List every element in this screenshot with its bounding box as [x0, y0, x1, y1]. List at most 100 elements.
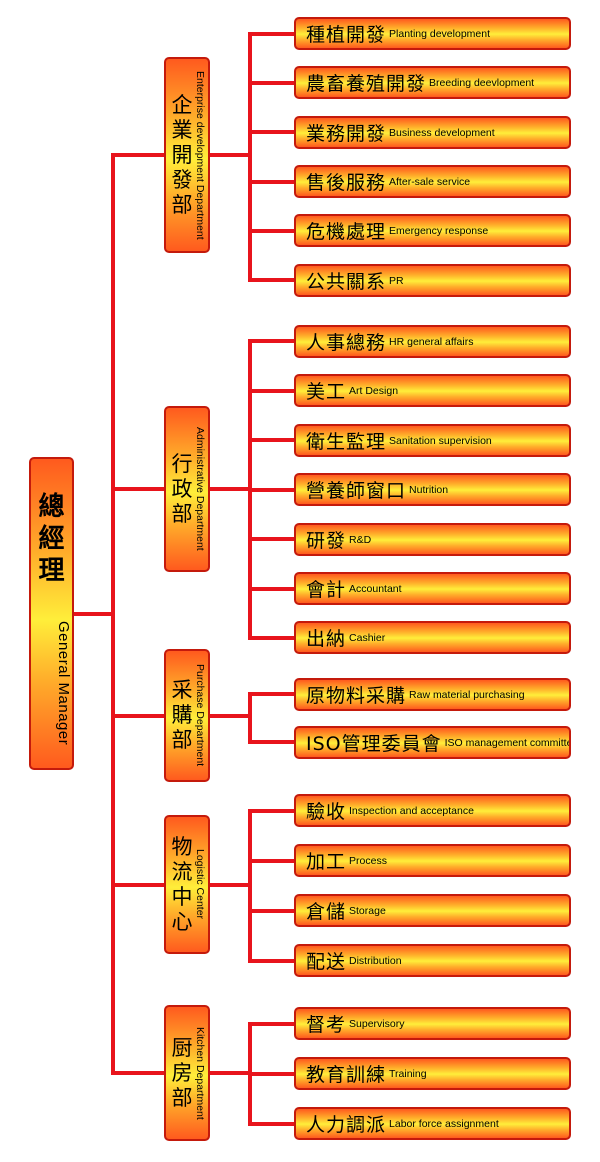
unit-title: 美工	[306, 381, 347, 403]
unit-english: PR	[389, 274, 404, 287]
department-english: Enterprise development Department	[194, 70, 206, 240]
unit-english: Accountant	[349, 582, 402, 595]
general-manager-english: General Manager	[55, 621, 72, 746]
unit-english: Storage	[349, 904, 386, 917]
unit-english: Inspection and acceptance	[349, 804, 474, 817]
unit-english: R&D	[349, 533, 372, 546]
department-title-char: 物	[171, 834, 193, 859]
unit-title: 原物料采購	[306, 685, 407, 707]
general-manager-box: 總 經 理 General Manager	[29, 457, 74, 770]
unit-title: 加工	[306, 851, 347, 873]
unit-title: 出納	[306, 628, 347, 650]
unit-english: After-sale service	[389, 175, 471, 188]
department-title-char: 采	[171, 678, 193, 702]
unit-title: 會計	[306, 579, 347, 601]
department-title-char: 房	[171, 1060, 193, 1085]
department-title-char: 政	[171, 476, 193, 501]
department-title-char: 部	[171, 192, 193, 217]
unit-english: HR general affairs	[389, 335, 474, 348]
unit-title: 驗收	[306, 801, 347, 823]
unit-english: Emergency response	[389, 224, 489, 237]
unit-english: Process	[349, 854, 387, 867]
unit-english: Distribution	[349, 954, 402, 967]
unit-english: ISO management committee	[444, 736, 571, 749]
unit-english: Training	[389, 1067, 427, 1080]
unit-english: Supervisory	[349, 1017, 405, 1030]
unit-title: 營養師窗口	[306, 480, 407, 502]
department-title-char: 開	[171, 142, 193, 167]
unit-title: 督考	[306, 1014, 347, 1036]
department-enterprise-development: 企業開發部 Enterprise development Department	[164, 57, 210, 253]
unit-title: 衛生監理	[306, 431, 387, 453]
department-title-char: 中	[171, 884, 193, 909]
department-title-char: 部	[171, 501, 193, 526]
unit-title: 農畜養殖開發	[306, 73, 427, 95]
department-kitchen: 厨房部 Kitchen Department	[164, 1005, 210, 1141]
department-title-char: 厨	[171, 1035, 193, 1060]
unit-title: ISO管理委員會	[306, 733, 442, 755]
department-title-char: 企	[171, 92, 193, 117]
gm-char: 總	[38, 492, 65, 522]
department-title: 物流中心	[169, 817, 195, 952]
department-english: Kitchen Department	[194, 1026, 206, 1120]
department-logistic-center: 物流中心 Logistic Center	[164, 815, 210, 954]
unit-title: 公共關系	[306, 271, 387, 293]
unit-title: 種植開發	[306, 24, 387, 46]
unit-title: 教育訓練	[306, 1064, 387, 1086]
department-english: Administrative Department	[194, 427, 206, 551]
department-english: Logistic Center	[194, 849, 206, 920]
unit-english: Breeding deevlopment	[429, 76, 535, 89]
gm-char: 理	[38, 556, 65, 586]
unit-english: Sanitation supervision	[389, 434, 492, 447]
unit-english: Nutrition	[409, 483, 449, 496]
department-english: Purchase Department	[194, 664, 206, 767]
department-title: 厨房部	[169, 1007, 195, 1139]
department-title: 采購部	[169, 651, 195, 780]
unit-english: Art Design	[349, 384, 399, 397]
unit-english: Labor force assignment	[389, 1117, 499, 1130]
department-title-char: 流	[171, 859, 193, 884]
department-title-char: 心	[171, 909, 193, 934]
department-title-char: 購	[171, 703, 193, 727]
department-purchase: 采購部 Purchase Department	[164, 649, 210, 782]
unit-title: 業務開發	[306, 123, 387, 145]
department-title: 企業開發部	[169, 59, 195, 251]
unit-english: Cashier	[349, 631, 386, 644]
unit-title: 倉儲	[306, 901, 347, 923]
unit-title: 配送	[306, 951, 347, 973]
unit-title: 人事總務	[306, 332, 387, 354]
unit-title: 售後服務	[306, 172, 387, 194]
department-administrative: 行政部 Administrative Department	[164, 406, 210, 572]
unit-english: Business development	[389, 126, 495, 139]
unit-english: Raw material purchasing	[409, 688, 525, 701]
unit-title: 研發	[306, 530, 347, 552]
general-manager-title: 總 經 理	[31, 491, 72, 587]
unit-english: Planting development	[389, 27, 491, 40]
department-title-char: 行	[171, 451, 193, 476]
unit-title: 危機處理	[306, 221, 387, 243]
department-title-char: 部	[171, 1085, 193, 1110]
